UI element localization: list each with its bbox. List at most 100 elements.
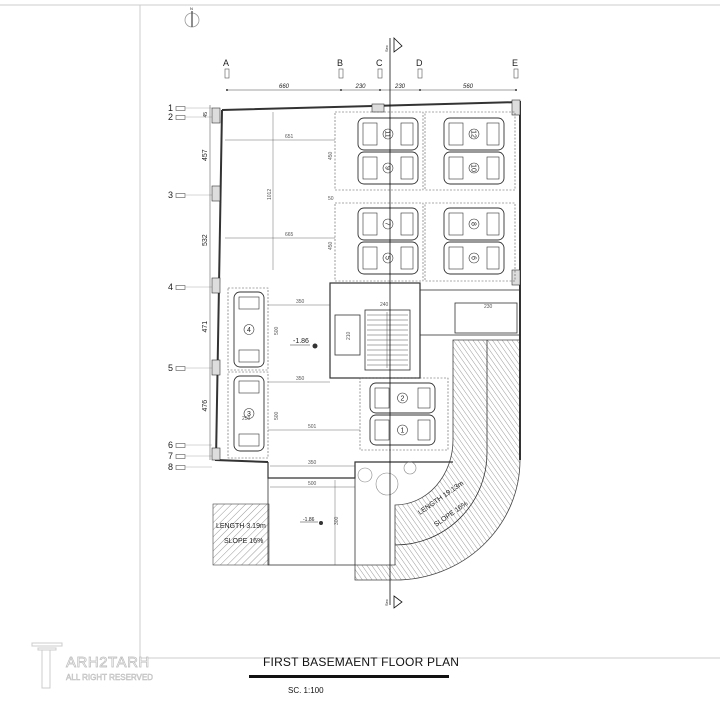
car-8: 8 bbox=[443, 207, 505, 241]
cars: 11 12 9 10 7 8 5 6 4 3 2 1 bbox=[233, 117, 505, 452]
dim-entry-height: 300 bbox=[334, 516, 340, 525]
grid-row-marker bbox=[175, 285, 186, 290]
car-number: 6 bbox=[470, 256, 477, 260]
grid-column-marker bbox=[377, 68, 383, 79]
grid-column-label: E bbox=[512, 58, 518, 68]
grid-column-label: A bbox=[223, 58, 229, 68]
column-spacing: 230 bbox=[394, 84, 406, 90]
car-number-badge bbox=[397, 392, 408, 404]
drawing-title: FIRST BASEMAENT FLOOR PLAN bbox=[263, 655, 460, 669]
building-walls bbox=[211, 99, 521, 566]
grid-column-marker bbox=[338, 68, 344, 79]
car-2: 2 bbox=[369, 382, 436, 414]
grid-row-label: 3 bbox=[168, 190, 173, 200]
dim-bay-c: 500 bbox=[274, 326, 280, 335]
grid-row-marker bbox=[175, 115, 186, 120]
car-9: 9 bbox=[357, 151, 419, 185]
dim-top-span1: 651 bbox=[285, 134, 294, 140]
car-number: 1 bbox=[401, 428, 405, 435]
dim-gap: 50 bbox=[328, 196, 334, 202]
car-number-badge bbox=[382, 128, 394, 140]
dim-core-height: 210 bbox=[346, 331, 352, 340]
car-number-badge bbox=[468, 128, 480, 140]
car-number: 9 bbox=[384, 166, 391, 170]
row-spacing: 532 bbox=[202, 234, 209, 246]
grid-row-label: 5 bbox=[168, 363, 173, 373]
grid-column-label: B bbox=[337, 58, 343, 68]
grid-column-marker bbox=[224, 68, 230, 79]
section-label-top: Sec bbox=[384, 45, 389, 52]
drawing-scale: SC. 1:100 bbox=[288, 686, 324, 695]
left-ramp-slope: SLOPE 16% bbox=[224, 538, 263, 545]
logo-name: ARH2TARH bbox=[66, 654, 150, 672]
dim-stair-width: 240 bbox=[380, 302, 389, 308]
grid-row-marker bbox=[175, 106, 186, 111]
grid-row-marker bbox=[175, 443, 186, 448]
grid-row-label: 6 bbox=[168, 440, 173, 450]
car-4: 4 bbox=[233, 291, 265, 368]
car-number-badge bbox=[397, 424, 408, 436]
car-number: 2 bbox=[401, 396, 405, 403]
car-number-badge bbox=[468, 162, 480, 174]
car-number: 4 bbox=[247, 327, 251, 334]
grid-column-marker bbox=[417, 68, 423, 79]
dim-top-span2: 665 bbox=[285, 232, 294, 238]
grid-column-label: D bbox=[416, 58, 423, 68]
car-number: 10 bbox=[470, 164, 477, 172]
row-spacing: 471 bbox=[202, 321, 209, 333]
grid-row-label: 1 bbox=[168, 103, 173, 113]
car-number-badge bbox=[468, 218, 480, 230]
car-1: 1 bbox=[369, 414, 436, 446]
car-10: 10 bbox=[443, 151, 505, 185]
svg-text:-1.86: -1.86 bbox=[293, 338, 309, 345]
car-5: 5 bbox=[357, 241, 419, 275]
grid-column-marker bbox=[513, 68, 519, 79]
car-number-badge bbox=[243, 324, 255, 335]
car-number-badge bbox=[382, 162, 394, 174]
dim-bay-b: 450 bbox=[328, 241, 334, 250]
level-marker-entry: -1.86 bbox=[300, 517, 323, 525]
car-7: 7 bbox=[357, 207, 419, 241]
grid-row-label: 8 bbox=[168, 462, 173, 472]
car-number: 7 bbox=[384, 222, 391, 226]
dim-car-width: 250 bbox=[242, 416, 251, 422]
dim-bay-d: 500 bbox=[274, 411, 280, 420]
north-label: N bbox=[190, 6, 193, 11]
left-ramp bbox=[212, 503, 270, 566]
row-spacing: 476 bbox=[202, 400, 209, 412]
watermark-logo: ARH2TARH ALL RIGHT RESERVED bbox=[30, 640, 180, 695]
sheet-frame bbox=[0, 4, 720, 659]
grid-row-label: 2 bbox=[168, 112, 173, 122]
title-underline bbox=[249, 675, 449, 678]
column-spacing: 230 bbox=[355, 84, 367, 90]
grid-row-marker bbox=[175, 454, 186, 459]
car-number-badge bbox=[382, 252, 394, 264]
logo-column-icon bbox=[31, 642, 63, 689]
column-spacing: 660 bbox=[279, 84, 290, 90]
level-marker-main: -1.86 bbox=[290, 338, 318, 349]
dim-bay-a: 450 bbox=[328, 151, 334, 160]
dim-aisle2: 350 bbox=[296, 376, 305, 382]
car-number-badge bbox=[243, 408, 255, 419]
grid-row-marker bbox=[175, 465, 186, 470]
svg-text:-1.86: -1.86 bbox=[303, 517, 315, 523]
dim-room-width: 230 bbox=[484, 304, 493, 310]
parking-bays bbox=[227, 111, 516, 459]
row-spacing: 45 bbox=[203, 112, 209, 118]
car-12: 12 bbox=[443, 117, 505, 151]
car-number: 3 bbox=[247, 411, 251, 418]
dim-entry-top: 500 bbox=[308, 481, 317, 487]
car-number: 5 bbox=[384, 256, 391, 260]
car-6: 6 bbox=[443, 241, 505, 275]
car-number: 12 bbox=[470, 130, 477, 138]
section-label-bottom: Sec bbox=[384, 599, 389, 606]
dimension-lines bbox=[225, 112, 360, 565]
car-number: 8 bbox=[470, 222, 477, 226]
grid-row-marker bbox=[175, 366, 186, 371]
grid-row-label: 4 bbox=[168, 282, 173, 292]
grid-row-label: 7 bbox=[168, 451, 173, 461]
car-11: 11 bbox=[357, 117, 419, 151]
